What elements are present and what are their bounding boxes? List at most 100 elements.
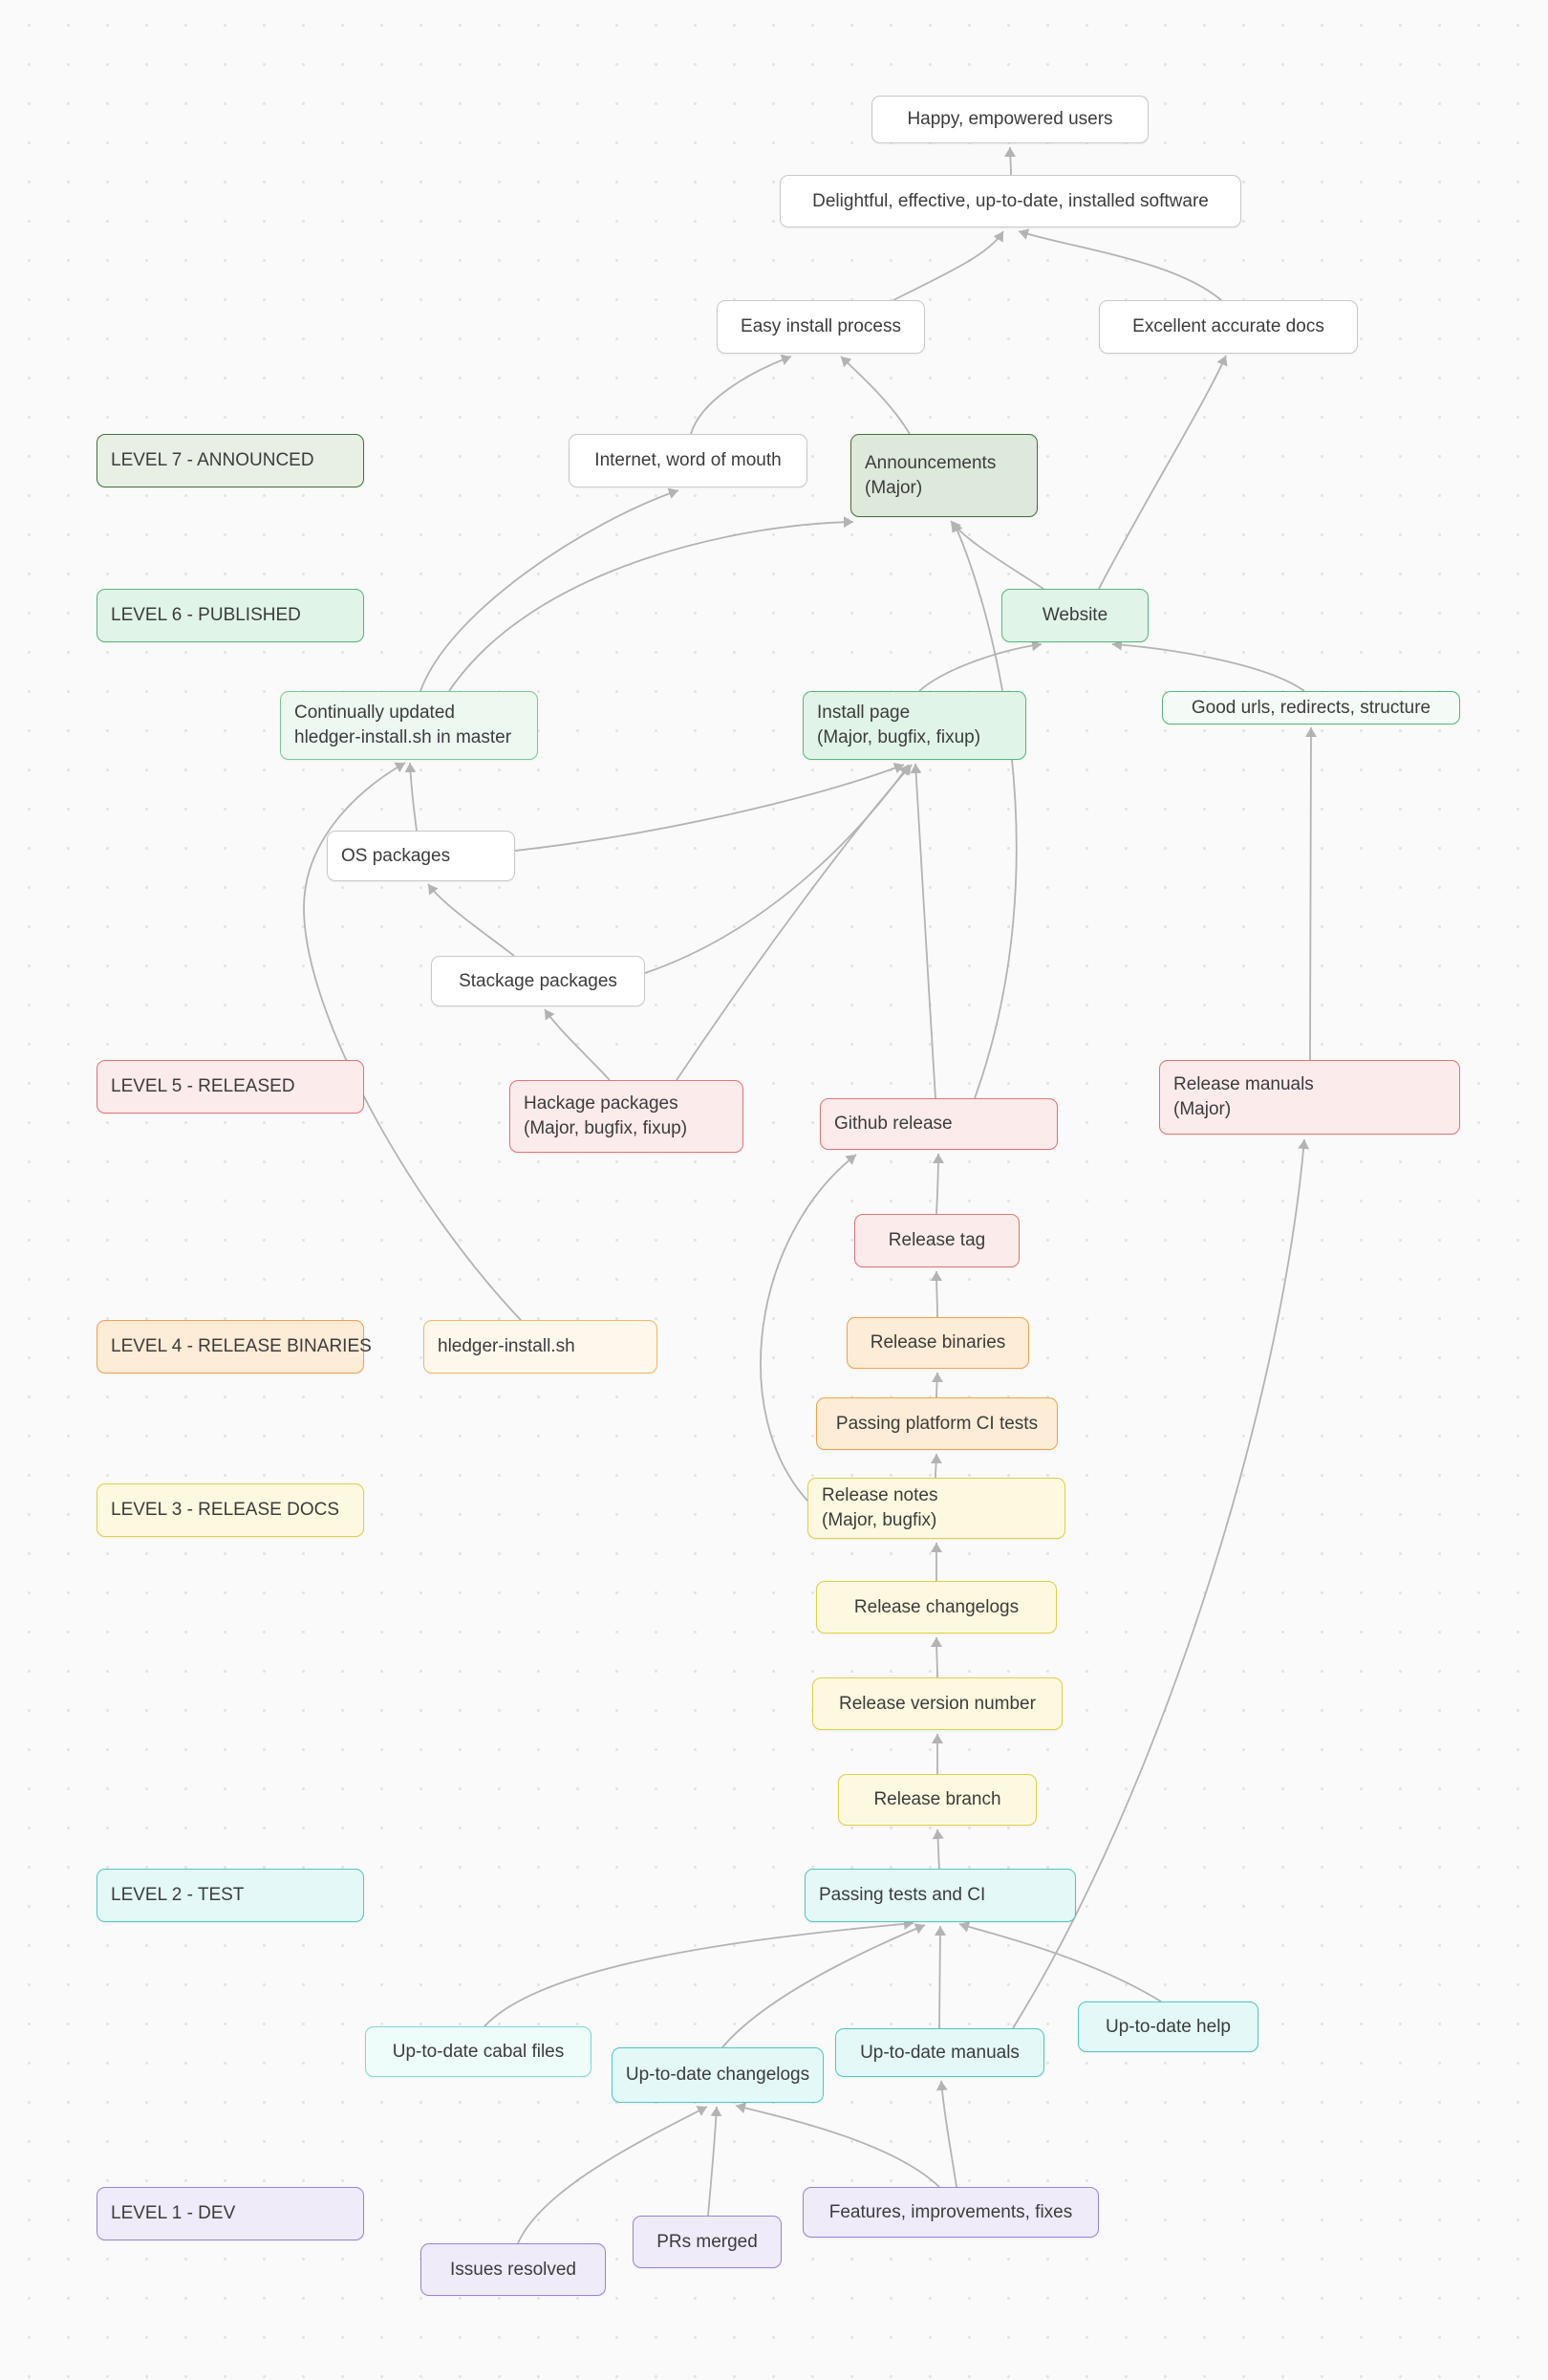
edge-passing-platform-to-release-binaries [931,1372,943,1398]
edge-utd-manuals-to-passing-tests [934,1925,946,2029]
node-level-7: LEVEL 7 - ANNOUNCED [97,434,364,487]
node-excellent-docs: Excellent accurate docs [1099,300,1358,354]
edge-utd-changelogs-to-passing-tests [721,1923,926,2048]
node-utd-cabal: Up-to-date cabal files [365,2026,591,2077]
edge-announcements-to-easy-install [840,356,911,435]
edge-hledger-install-sh-to-continually-updated [303,762,522,1321]
node-level-1: LEVEL 1 - DEV [97,2187,364,2240]
node-label: LEVEL 7 - ANNOUNCED [111,450,314,471]
node-utd-changelogs: Up-to-date changelogs [612,2047,824,2103]
node-label: LEVEL 5 - RELEASED [111,1076,295,1097]
edge-passing-tests-to-release-branch [932,1828,944,1870]
edge-release-manuals-to-good-urls [1304,726,1317,1061]
node-label: Hackage packages [524,1093,678,1114]
node-level-6: LEVEL 6 - PUBLISHED [97,589,364,642]
node-label: LEVEL 3 - RELEASE DOCS [111,1500,340,1521]
node-label: Delightful, effective, up-to-date, insta… [812,190,1209,211]
node-label: Release tag [888,1230,986,1251]
node-label: Release notes [822,1485,938,1506]
node-label: Release binaries [870,1332,1006,1353]
node-label: Features, improvements, fixes [828,2201,1073,2222]
node-label: Release changelogs [853,1596,1020,1617]
node-label: Website [1042,605,1108,626]
node-label: (Major, bugfix) [822,1510,937,1530]
node-label: Release branch [873,1789,1001,1810]
edge-release-notes-to-github-release [760,1154,857,1502]
node-website: Website [1001,589,1149,642]
node-label: Easy install process [741,316,901,337]
node-level-3: LEVEL 3 - RELEASE DOCS [97,1483,364,1537]
node-label: (Major) [865,477,923,498]
node-level-4: LEVEL 4 - RELEASE BINARIES [97,1320,372,1374]
node-label: LEVEL 2 - TEST [111,1885,245,1906]
node-utd-manuals: Up-to-date manuals [835,2028,1044,2077]
node-label: Up-to-date cabal files [392,2041,565,2062]
edge-hackage-to-stackage [544,1008,611,1081]
node-label: LEVEL 6 - PUBLISHED [111,605,301,626]
node-github-release: Github release [820,1098,1058,1150]
edge-issues-resolved-to-utd-changelogs [517,2106,708,2244]
edge-release-notes-to-passing-platform [930,1453,942,1479]
edge-features-to-utd-manuals [935,2080,957,2188]
node-prs-merged: PRs merged [633,2216,782,2268]
node-features: Features, improvements, fixes [803,2187,1099,2238]
node-stackage: Stackage packages [431,956,645,1006]
edge-install-page-to-website [918,639,1043,692]
node-label: LEVEL 4 - RELEASE BINARIES [111,1336,372,1357]
edge-prs-merged-to-utd-changelogs [707,2106,722,2217]
edge-stackage-to-install-page [644,764,910,974]
node-internet-wom: Internet, word of mouth [569,434,807,487]
node-passing-tests: Passing tests and CI [805,1869,1076,1922]
node-label: Release version number [839,1693,1036,1714]
node-label: Continually updated [294,703,455,724]
edge-website-to-excellent-docs [1098,355,1228,590]
node-release-branch: Release branch [838,1774,1037,1826]
edge-release-binaries-to-release-tag [931,1270,943,1318]
edge-delightful-to-happy [1004,146,1017,176]
node-level-2: LEVEL 2 - TEST [97,1869,364,1922]
node-passing-platform: Passing platform CI tests [816,1397,1058,1450]
node-label: Announcements [865,452,997,473]
edge-features-to-utd-changelogs [735,2102,940,2188]
node-release-tag: Release tag [854,1214,1020,1267]
node-label: Up-to-date help [1106,2016,1231,2037]
node-label: Happy, empowered users [907,109,1113,130]
node-release-manuals: Release manuals (Major) [1159,1060,1460,1135]
node-label: Passing platform CI tests [835,1413,1039,1434]
node-release-binaries: Release binaries [847,1317,1029,1369]
node-delightful: Delightful, effective, up-to-date, insta… [780,175,1241,227]
node-label: Release manuals [1173,1074,1314,1095]
node-release-version: Release version number [812,1677,1063,1730]
edge-release-version-to-release-changelogs [931,1636,943,1678]
node-label: Github release [834,1114,953,1135]
node-label: Passing tests and CI [819,1885,986,1906]
node-label: Stackage packages [459,970,617,991]
node-label: (Major, bugfix, fixup) [524,1118,688,1138]
node-label: (Major, bugfix, fixup) [817,727,981,747]
node-label: (Major) [1173,1099,1232,1119]
edge-github-release-to-install-page [910,763,936,1099]
edge-website-to-announcements [950,520,1044,590]
node-label: Up-to-date manuals [860,2042,1020,2063]
edge-internet-wom-to-easy-install [690,354,792,435]
edge-easy-install-to-delightful [892,230,1004,301]
node-label: Excellent accurate docs [1132,316,1324,337]
edge-release-tag-to-github-release [932,1153,944,1215]
edge-good-urls-to-website [1111,638,1305,692]
edge-hackage-to-install-page [676,764,913,1081]
node-utd-help: Up-to-date help [1078,2001,1258,2052]
node-label: LEVEL 1 - DEV [111,2203,236,2224]
node-release-notes: Release notes (Major, bugfix) [807,1478,1065,1539]
node-label: Issues resolved [449,2259,576,2280]
node-hledger-install-sh: hledger-install.sh [423,1320,657,1374]
edge-os-packages-to-continually-updated [404,762,418,832]
node-hackage: Hackage packages (Major, bugfix, fixup) [509,1080,743,1153]
node-level-5: LEVEL 5 - RELEASED [97,1060,364,1114]
edge-stackage-to-os-packages [427,883,515,957]
edge-utd-cabal-to-passing-tests [484,1917,914,2027]
edge-utd-help-to-passing-tests [958,1921,1162,2002]
node-announcements: Announcements (Major) [850,434,1038,517]
node-label: Up-to-date changelogs [625,2065,810,2086]
node-issues-resolved: Issues resolved [420,2243,606,2296]
